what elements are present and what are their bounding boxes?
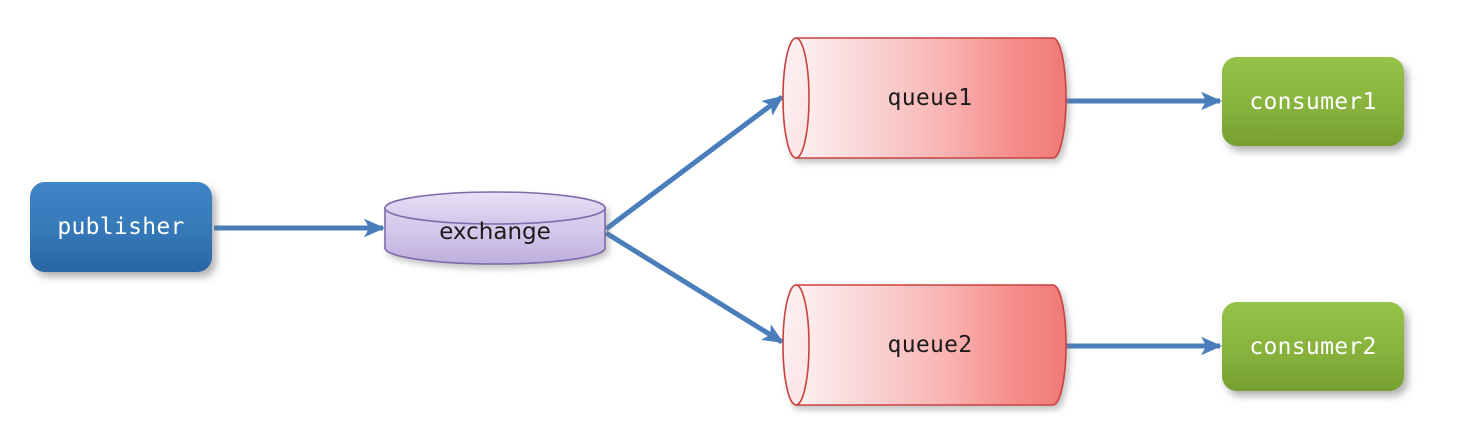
node-exchange[interactable] (384, 191, 606, 265)
edge-exchange-to-queue1 (604, 95, 784, 231)
node-queue2[interactable] (782, 284, 1067, 406)
edge-exchange-to-queue2 (604, 230, 784, 345)
node-publisher[interactable] (30, 182, 212, 272)
node-consumer1[interactable] (1222, 57, 1404, 146)
node-queue1[interactable] (782, 37, 1067, 159)
node-consumer2[interactable] (1222, 302, 1404, 391)
edges-group (214, 91, 1223, 356)
